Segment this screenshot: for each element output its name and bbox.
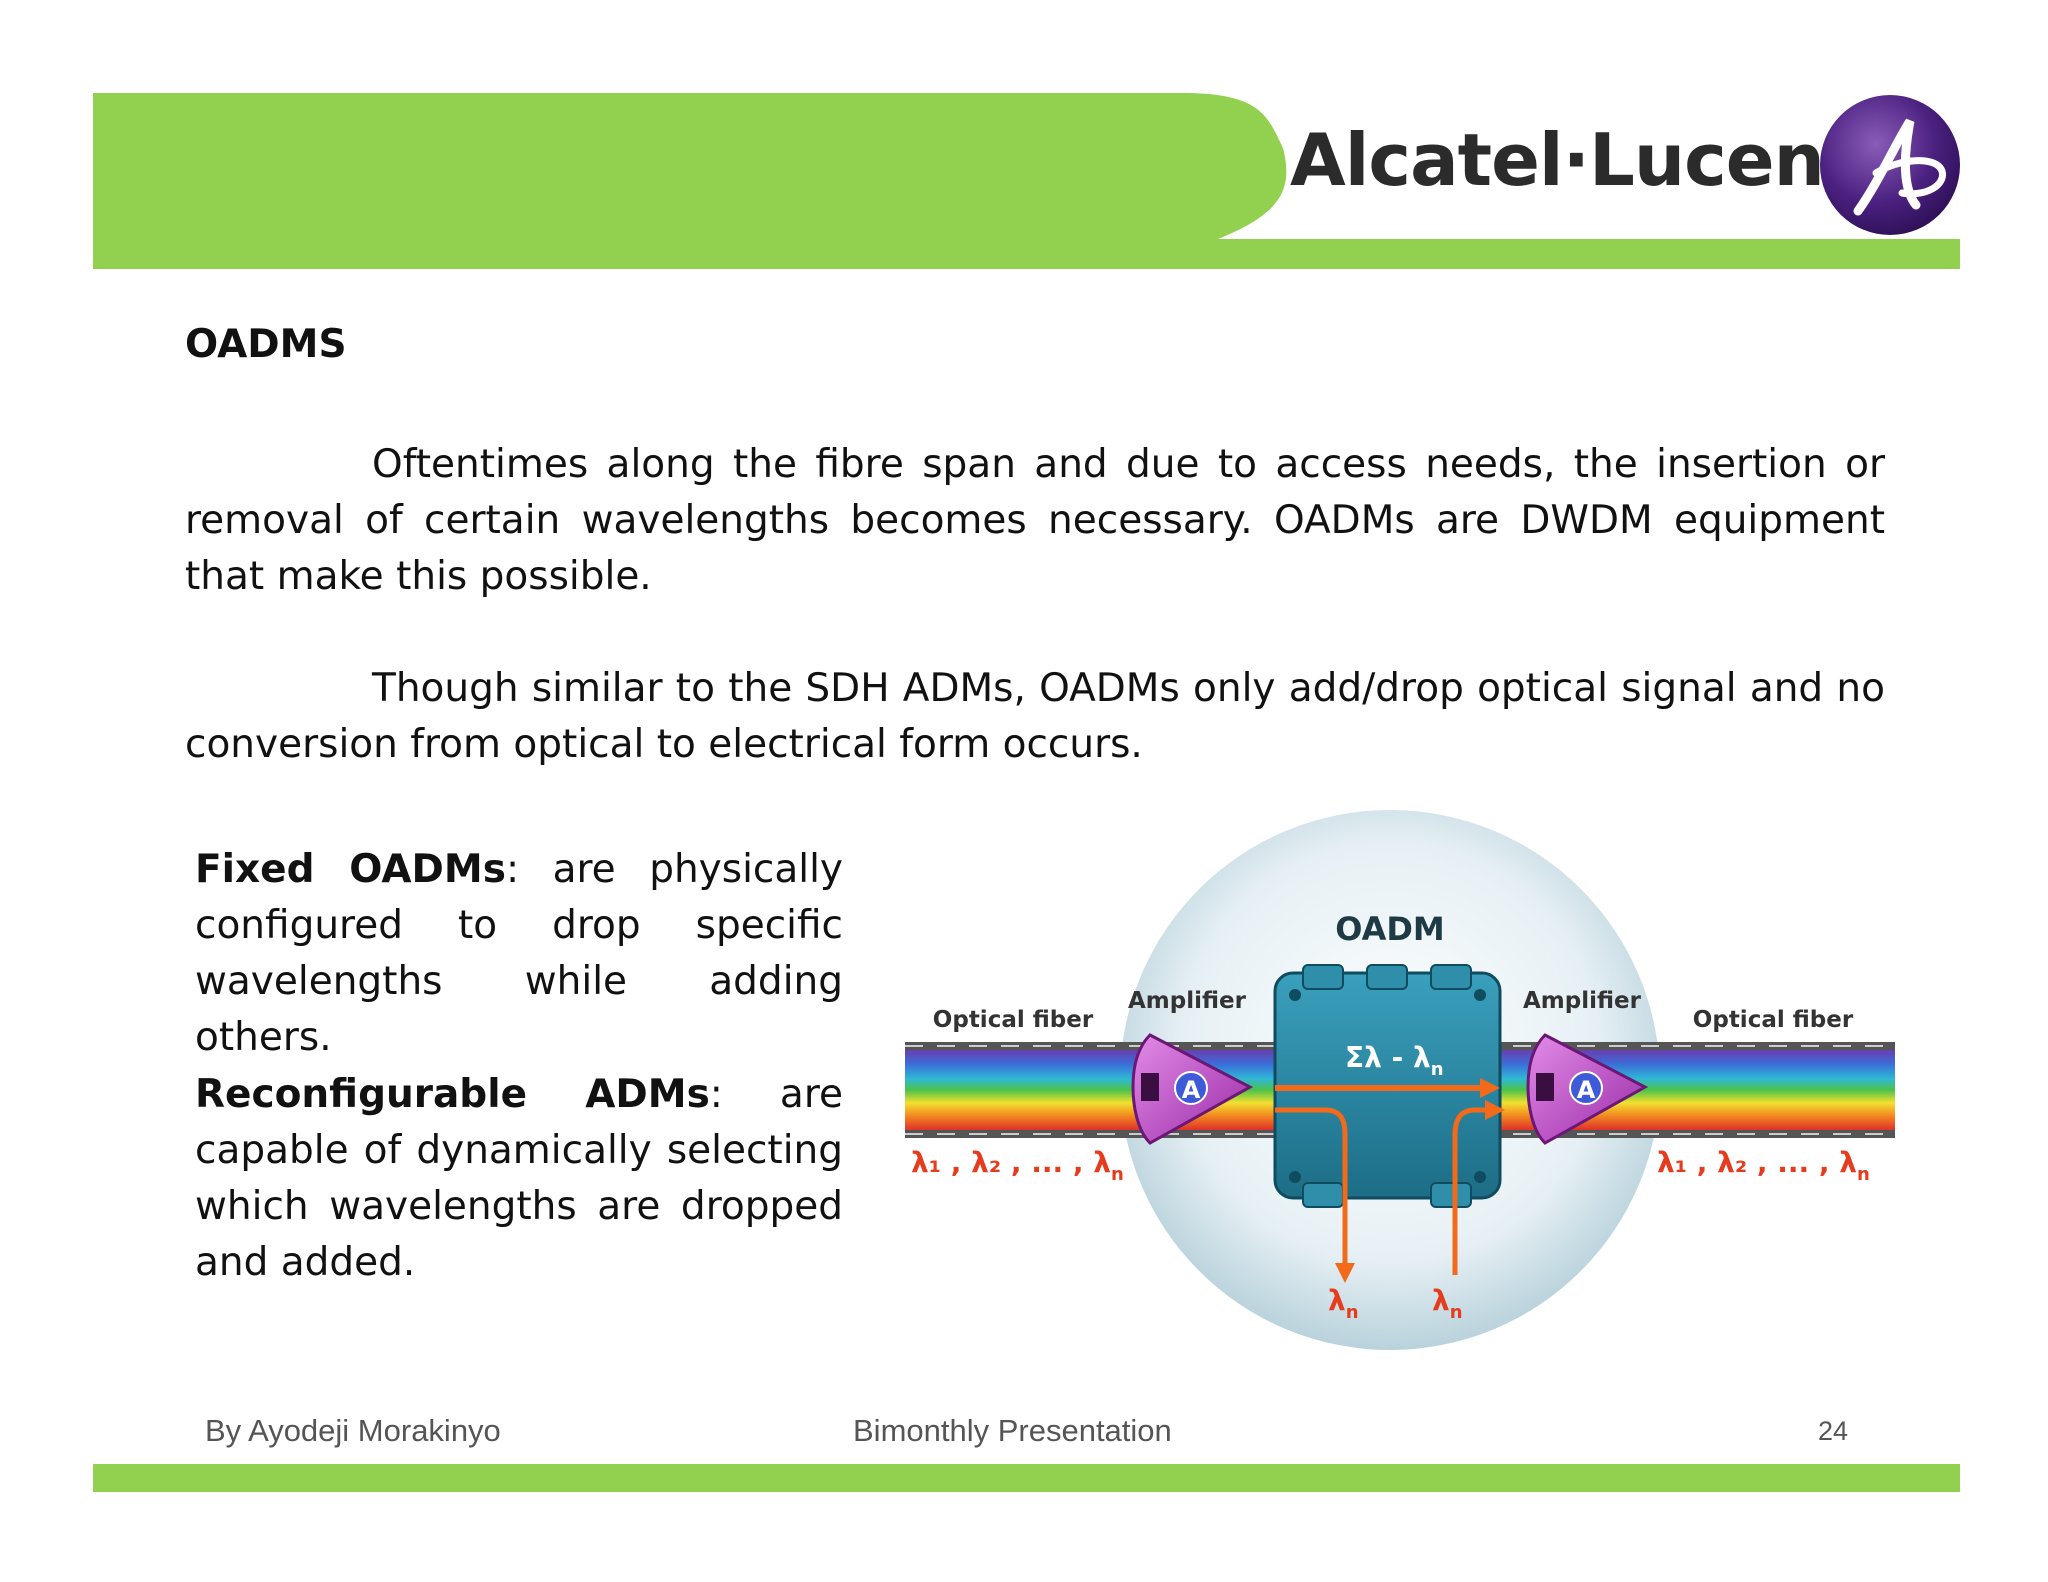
oadm-diagram: OADM Σλ - λn A A Amplifier Amplifier Opt… [905,810,1895,1350]
brand-logo-text: Alcatel·Lucent [1290,118,1858,202]
amplifier-left-symbol: A [1182,1076,1201,1104]
lambda-list-right: λ₁ , λ₂ , ... , λn [1657,1146,1870,1185]
oadm-label: OADM [1335,910,1445,948]
footer-presentation-title: Bimonthly Presentation [853,1413,1172,1448]
page-number: 24 [1818,1416,1849,1446]
footer-author: By Ayodeji Morakinyo [205,1413,501,1448]
footer-bar [93,1464,1960,1492]
lambda-list-left: λ₁ , λ₂ , ... , λn [911,1146,1124,1185]
add-signal-arrow [1452,1100,1505,1275]
through-signal-arrow [1275,1078,1500,1098]
amplifier-left-label: Amplifier [1128,988,1247,1014]
fixed-oadm-text: : are physically configured to drop spec… [195,847,844,1060]
header-bar [93,93,1960,269]
optical-fiber-right-label: Optical fiber [1693,1007,1854,1033]
amplifier-right: A [1526,1033,1649,1145]
paragraph-oadm-intro-text: Oftentimes along the fibre span and due … [185,442,1885,599]
fixed-oadm-description: Fixed OADMs: are physically configured t… [195,842,843,1066]
slide-title: OADMS [185,322,347,367]
reconfigurable-adm-description: Reconfigurable ADMs: are capable of dyna… [195,1067,843,1291]
drop-lambda-label: λn [1328,1284,1359,1323]
amplifier-left: A [1131,1033,1254,1145]
paragraph-sdh-comparison-text: Though similar to the SDH ADMs, OADMs on… [185,666,1885,767]
fixed-oadm-term: Fixed OADMs [195,847,506,892]
amplifier-right-label: Amplifier [1523,988,1642,1014]
sum-lambda-label: Σλ - λn [1345,1041,1444,1080]
add-lambda-label: λn [1432,1284,1463,1323]
paragraph-oadm-intro: Oftentimes along the fibre span and due … [185,437,1885,605]
drop-signal-arrow [1275,1107,1355,1283]
reconfigurable-adm-text: : are capable of dynamically selecting w… [195,1072,843,1285]
reconfigurable-adm-term: Reconfigurable ADMs [195,1072,710,1117]
optical-fiber-left-label: Optical fiber [933,1007,1094,1033]
alcatel-lucent-logo-icon [1820,95,1960,235]
amplifier-right-symbol: A [1577,1076,1596,1104]
paragraph-sdh-comparison: Though similar to the SDH ADMs, OADMs on… [185,661,1885,773]
